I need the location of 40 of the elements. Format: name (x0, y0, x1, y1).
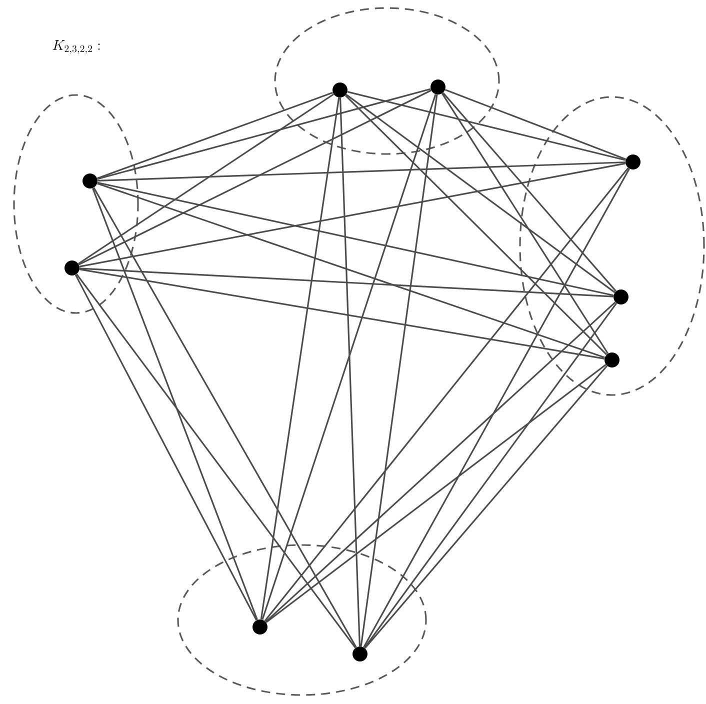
edge-line (444, 89, 626, 160)
edge-line (92, 188, 258, 620)
vertex-dot (352, 646, 368, 662)
edge-line (78, 90, 432, 266)
vertex-dot (604, 352, 620, 368)
vertex-dot (332, 82, 348, 98)
vertex-dot (614, 290, 628, 304)
edge-line (339, 98, 361, 646)
vertex-dot (82, 174, 98, 188)
edge-line (260, 97, 340, 620)
edge-line (79, 162, 626, 268)
edge-line (265, 302, 616, 622)
edge-line (74, 274, 258, 621)
edge-line (363, 168, 630, 648)
edge-line (344, 94, 608, 356)
edge-line (76, 274, 356, 648)
edge-line (441, 93, 609, 354)
edge-line (364, 302, 618, 648)
edge-line (93, 187, 357, 648)
vertex-dot (64, 260, 80, 276)
edge-line (78, 94, 334, 264)
edge-line (264, 168, 629, 622)
edge-line (96, 92, 334, 180)
vertex-dot (430, 80, 446, 94)
edge-line (98, 161, 626, 182)
edge-line (97, 88, 431, 180)
edge-line (364, 365, 608, 649)
edge-line (346, 94, 616, 294)
edge-line (360, 94, 438, 646)
edge-line (97, 182, 605, 358)
title: $K_{2,3,2,2}:$ (52, 40, 100, 54)
edge-line (347, 91, 626, 161)
vertex-dot (252, 620, 268, 634)
edge-line (262, 94, 436, 620)
vertex-dot (626, 154, 640, 170)
edge-line (97, 182, 614, 296)
edge-line (442, 92, 617, 292)
edge-line (266, 364, 606, 623)
edge-line (79, 268, 605, 360)
edge-line (80, 268, 614, 298)
